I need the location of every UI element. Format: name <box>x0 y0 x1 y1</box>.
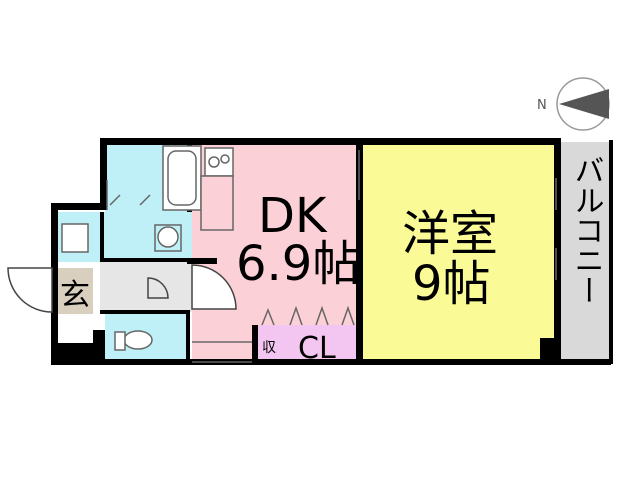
entrance-area <box>57 268 93 314</box>
hallway <box>100 262 192 312</box>
washbasin <box>157 226 179 248</box>
western-size: 9帖 <box>412 256 491 312</box>
compass-arrow <box>559 89 609 119</box>
door-swings <box>7 264 237 313</box>
walls <box>51 138 613 365</box>
toilet-bowl <box>123 330 153 350</box>
western-room <box>360 142 555 362</box>
dk-name: DK <box>258 188 328 244</box>
dk-size: 6.9帖 <box>236 236 360 292</box>
bathtub <box>162 145 202 211</box>
compass: N <box>537 77 610 131</box>
dk-door <box>191 264 237 310</box>
entrance-label: 玄 <box>60 278 90 313</box>
fixtures <box>61 145 557 363</box>
balcony <box>560 142 612 362</box>
balcony-label: バルコニー <box>569 155 604 305</box>
hall-door <box>147 277 169 299</box>
western-name: 洋室 <box>402 206 498 262</box>
storage-area <box>258 325 286 362</box>
closet-label: CL <box>298 331 336 366</box>
entrance-door <box>7 267 53 313</box>
storage-label: 収 <box>262 340 276 356</box>
closet-area <box>286 325 356 362</box>
kitchen-counter <box>200 175 234 231</box>
compass-north-label: N <box>537 98 547 113</box>
washing-machine-pan <box>61 223 89 253</box>
